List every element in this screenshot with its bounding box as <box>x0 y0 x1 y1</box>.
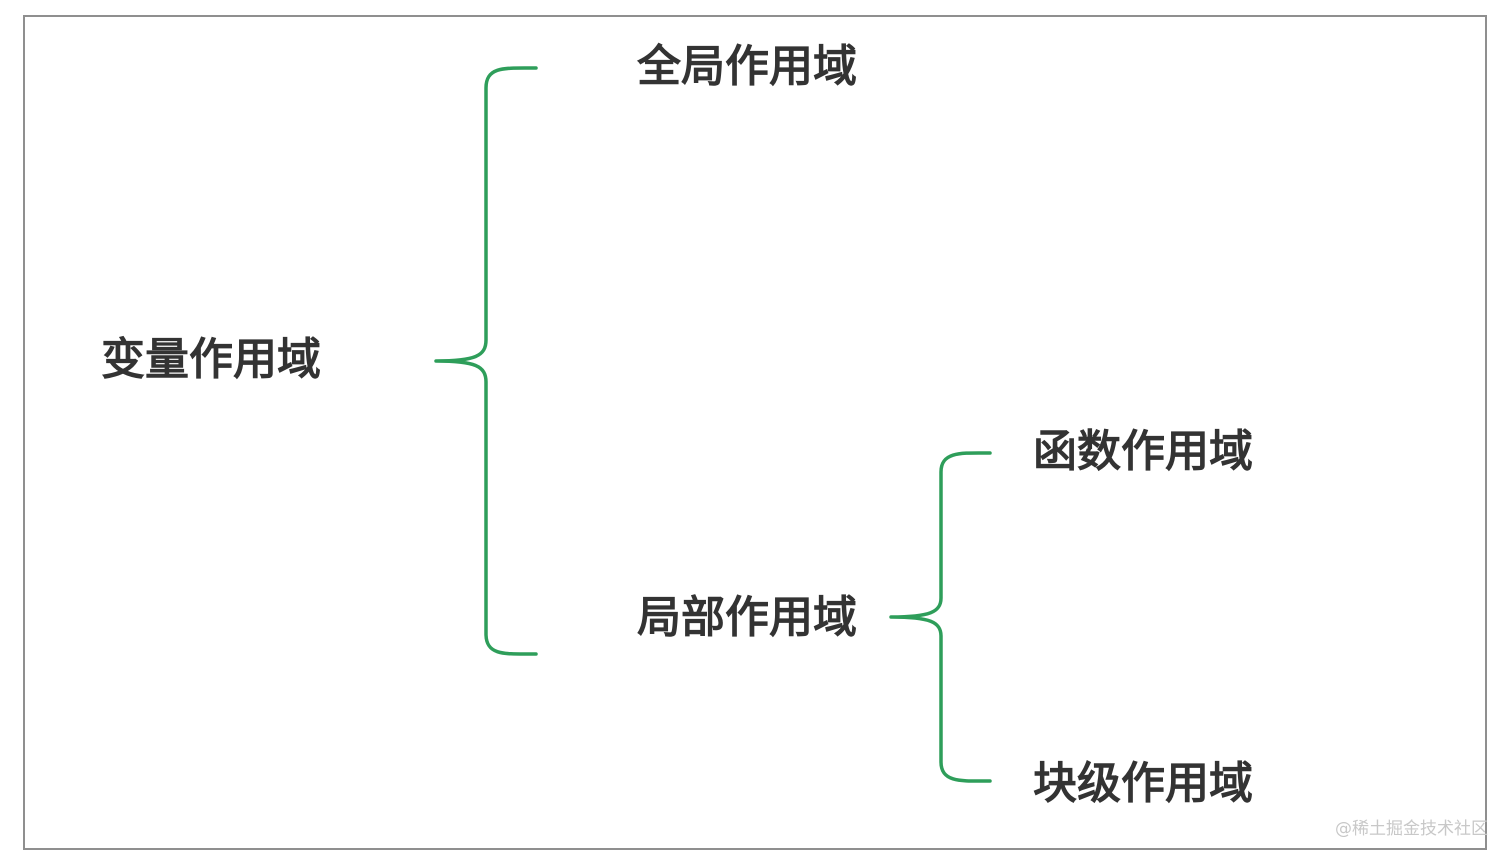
watermark: @稀土掘金技术社区 <box>1335 819 1488 839</box>
node-local-scope: 局部作用域 <box>637 592 857 643</box>
node-function-scope: 函数作用域 <box>1033 426 1253 477</box>
node-variable-scope: 变量作用域 <box>101 334 321 385</box>
node-block-scope: 块级作用域 <box>1033 758 1253 809</box>
node-global-scope: 全局作用域 <box>637 41 857 92</box>
diagram-frame <box>23 15 1487 850</box>
